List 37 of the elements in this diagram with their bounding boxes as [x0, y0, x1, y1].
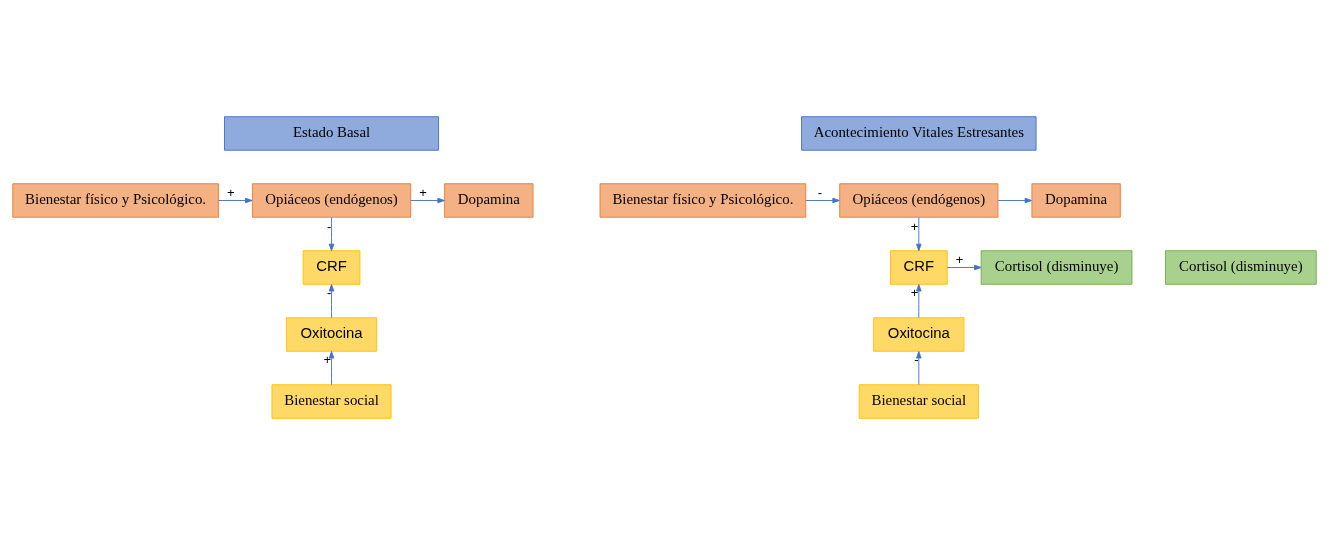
arrow: [916, 284, 922, 319]
edge-label: -: [327, 218, 332, 234]
edge-label: +: [226, 184, 235, 200]
node-box: Opiáceos (endógenos): [251, 183, 412, 218]
node-box: Bienestar social: [858, 384, 979, 419]
arrow: [946, 264, 982, 271]
arrow: [916, 217, 922, 252]
arrow: [410, 197, 445, 204]
node-box: Oxitocina: [285, 317, 378, 352]
node-box: Dopamina: [1031, 183, 1121, 218]
arrow: [328, 284, 335, 319]
arrow: [997, 197, 1033, 204]
node-box: Bienestar social: [271, 384, 392, 419]
node-box: Dopamina: [444, 183, 534, 218]
node-box: Cortisol (disminuye): [980, 250, 1133, 285]
node-box: Bienestar físico y Psicológico.: [12, 183, 219, 218]
node-box: Bienestar físico y Psicológico.: [599, 183, 807, 218]
edge-label: +: [323, 352, 332, 368]
node-box: Opiáceos (endógenos): [839, 183, 999, 218]
node-box: CRF: [302, 250, 361, 285]
node-box: Oxitocina: [873, 317, 965, 352]
node-box: Acontecimiento Vitales Estresantes: [801, 116, 1037, 151]
arrow: [805, 197, 840, 204]
edge-label: -: [817, 184, 823, 200]
edge-label: -: [914, 352, 919, 368]
arrow: [916, 351, 922, 386]
edge-label: -: [327, 285, 332, 301]
edge-label: +: [955, 251, 964, 267]
edge-label: +: [419, 184, 427, 200]
arrow: [328, 217, 335, 252]
node-box: CRF: [889, 250, 948, 285]
arrow: [328, 351, 335, 386]
node-box: Cortisol (disminuye): [1165, 250, 1317, 285]
node-box: Estado Basal: [224, 116, 440, 151]
edge-label: +: [910, 218, 919, 234]
arrow: [218, 197, 253, 204]
edge-label: +: [910, 285, 919, 301]
